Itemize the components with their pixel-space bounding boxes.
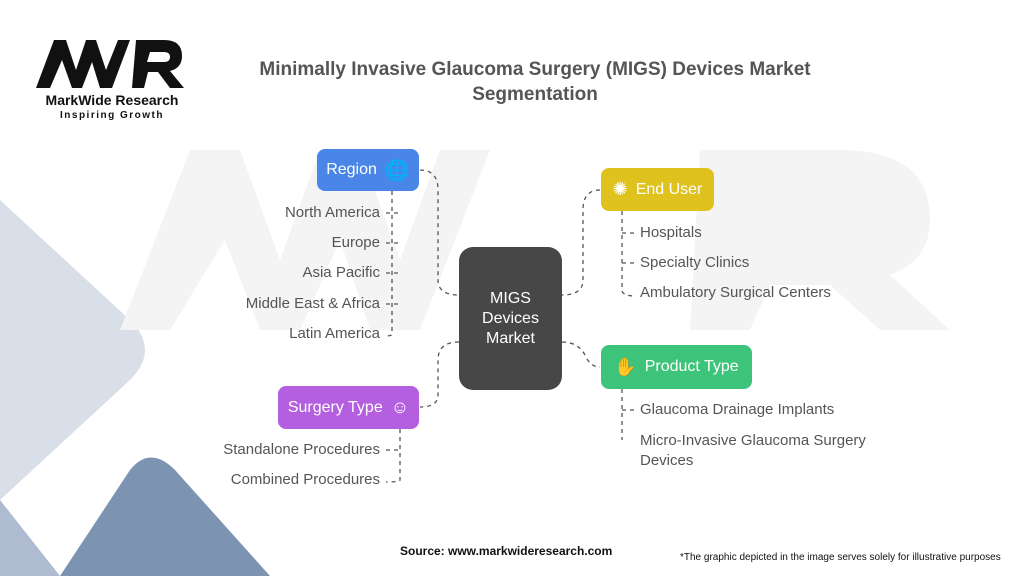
disclaimer-note: *The graphic depicted in the image serve… xyxy=(680,552,1001,563)
region-node: Region 🌐 xyxy=(317,149,419,191)
hand-chip-icon: ✋ xyxy=(614,356,637,377)
globe-location-icon: 🌐 xyxy=(384,159,410,182)
region-item: North America xyxy=(284,204,380,221)
end-user-item: Hospitals xyxy=(640,224,702,241)
region-label: Region xyxy=(326,161,377,178)
logo-mark xyxy=(36,40,184,88)
end-user-label: End User xyxy=(635,180,703,198)
surgery-type-label: Surgery Type xyxy=(287,398,383,416)
network-people-icon: ✺ xyxy=(612,179,628,199)
face-icon: ☺ xyxy=(390,397,410,417)
product-type-node: ✋ Product Type xyxy=(601,345,752,389)
product-type-label: Product Type xyxy=(644,358,739,375)
watermark-shape xyxy=(120,150,950,330)
logo-name: MarkWide Research xyxy=(45,92,179,108)
center-label: MIGS Devices Market xyxy=(482,289,539,347)
region-item: Europe xyxy=(331,234,380,251)
surgery-type-node: Surgery Type ☺ xyxy=(278,386,419,429)
product-type-item: Glaucoma Drainage Implants xyxy=(640,401,835,418)
page-title: Minimally Invasive Glaucoma Surgery (MIG… xyxy=(259,59,811,105)
source-text: Source: www.markwideresearch.com xyxy=(400,544,613,558)
product-type-item: Micro-Invasive Glaucoma Surgery Devices xyxy=(640,432,866,469)
end-user-node: ✺ End User xyxy=(601,168,714,211)
region-item: Middle East & Africa xyxy=(245,295,380,312)
region-item: Latin America xyxy=(289,325,380,342)
end-user-item: Specialty Clinics xyxy=(640,254,750,271)
logo-tagline: Inspiring Growth xyxy=(60,110,164,121)
end-user-item: Ambulatory Surgical Centers xyxy=(640,284,831,301)
center-node: MIGS Devices Market xyxy=(459,247,562,390)
surgery-type-item: Standalone Procedures xyxy=(223,441,380,458)
region-item: Asia Pacific xyxy=(302,264,380,281)
surgery-type-item: Combined Procedures xyxy=(230,471,380,488)
